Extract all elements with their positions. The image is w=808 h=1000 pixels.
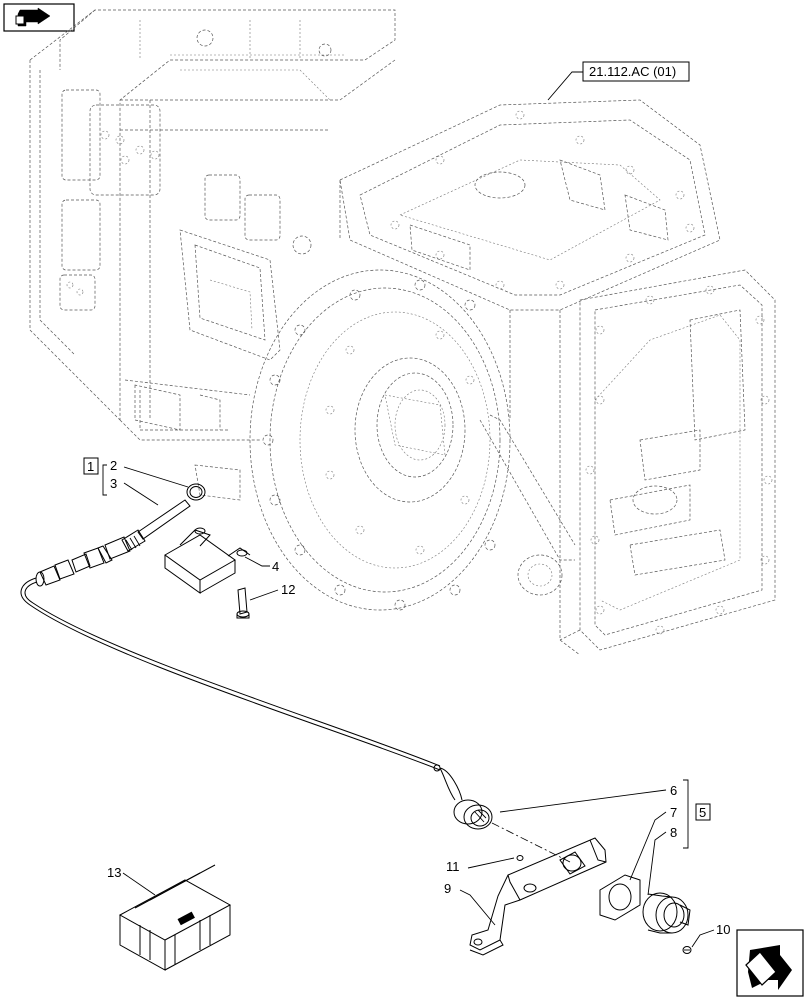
callout-2[interactable]: 2 bbox=[110, 458, 117, 473]
callout-10[interactable]: 10 bbox=[716, 922, 730, 937]
transmission-housing bbox=[29, 9, 776, 656]
sensor-with-harness bbox=[20, 499, 571, 863]
bracket-part bbox=[164, 527, 251, 594]
flange-bolt-holes bbox=[262, 279, 496, 611]
reference-callout[interactable]: 21.112.AC (01) bbox=[547, 61, 690, 101]
mounting-plate-part bbox=[469, 837, 607, 956]
callout-13[interactable]: 13 bbox=[107, 865, 121, 880]
callout-5[interactable]: 5 bbox=[695, 803, 711, 821]
callout-3[interactable]: 3 bbox=[110, 476, 117, 491]
reference-label: 21.112.AC (01) bbox=[589, 64, 676, 79]
leader-lines bbox=[102, 464, 715, 948]
bolt-part bbox=[236, 587, 250, 619]
o-ring-part bbox=[186, 483, 206, 501]
callout-9[interactable]: 9 bbox=[444, 881, 451, 896]
svg-text:1: 1 bbox=[87, 459, 94, 474]
svg-text:5: 5 bbox=[699, 805, 706, 820]
callout-6[interactable]: 6 bbox=[670, 783, 677, 798]
sleeve-part bbox=[642, 892, 691, 934]
callout-11[interactable]: 11 bbox=[446, 859, 460, 874]
next-page-arrow-icon[interactable] bbox=[736, 929, 804, 997]
callout-4[interactable]: 4 bbox=[272, 559, 279, 574]
gasket-part bbox=[599, 874, 641, 921]
screw-part bbox=[516, 855, 524, 861]
kit-box-icon bbox=[118, 864, 232, 971]
callout-1[interactable]: 1 bbox=[83, 457, 99, 475]
callout-12[interactable]: 12 bbox=[281, 582, 295, 597]
small-screw-part bbox=[682, 946, 692, 954]
callout-7[interactable]: 7 bbox=[670, 805, 677, 820]
callout-8[interactable]: 8 bbox=[670, 825, 677, 840]
previous-page-arrow-icon[interactable] bbox=[3, 3, 75, 32]
